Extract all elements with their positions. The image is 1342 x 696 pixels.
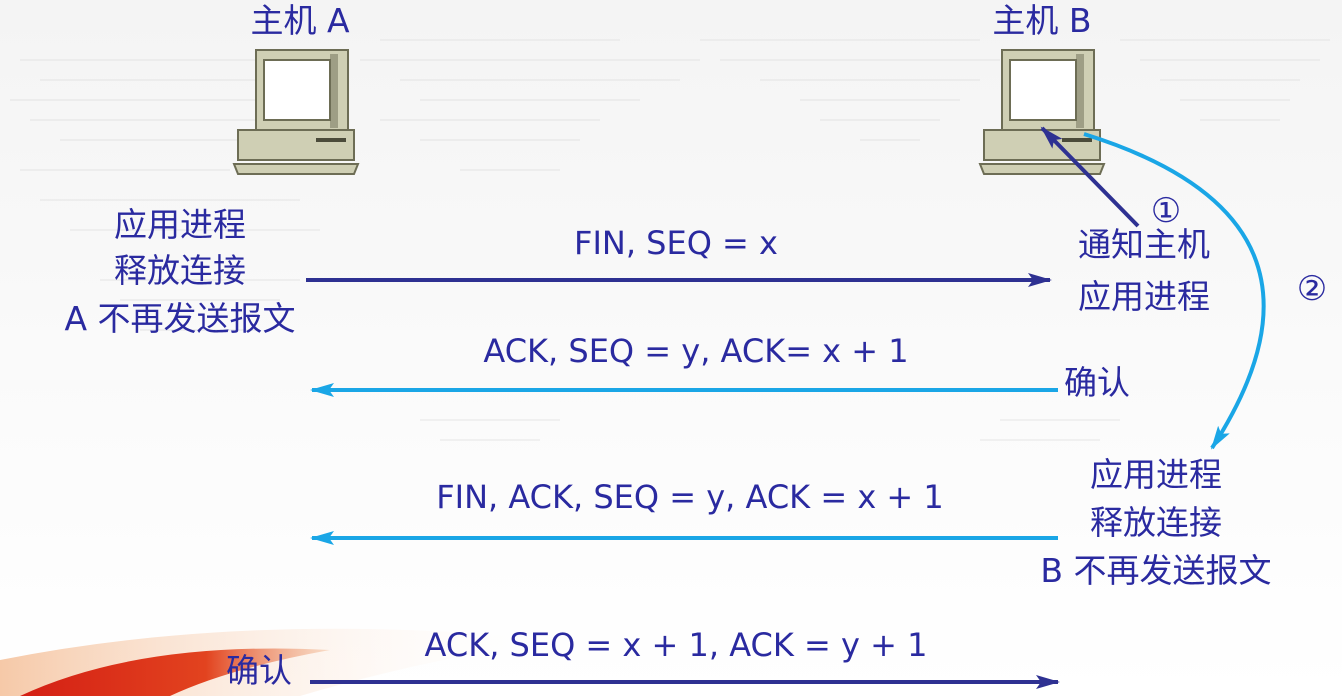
host-b: 主机 B: [978, 1, 1106, 175]
decorative-swoosh: [0, 628, 560, 696]
message-label: FIN, ACK, SEQ = y, ACK = x + 1: [436, 478, 944, 516]
host-b-release-note: 应用进程 释放连接 B 不再发送报文: [1040, 455, 1271, 590]
step-2: ②: [1083, 132, 1327, 450]
message-final-ack: ACK, SEQ = x + 1, ACK = y + 1 确认: [226, 626, 1060, 690]
release-curve-arrow: [1083, 132, 1266, 450]
note-line: 应用进程: [114, 205, 246, 244]
step-1: ①: [1040, 126, 1181, 231]
message-fin-ack: FIN, ACK, SEQ = y, ACK = x + 1: [310, 478, 1058, 545]
message-fin: FIN, SEQ = x: [306, 224, 1052, 287]
message-label: FIN, SEQ = x: [574, 224, 778, 262]
host-b-notify-note: 通知主机 应用进程: [1078, 225, 1210, 316]
ack-label: 确认: [226, 651, 292, 690]
note-line: 通知主机: [1078, 225, 1210, 264]
note-line: 释放连接: [114, 251, 246, 290]
background-map-texture: [10, 39, 1330, 441]
notify-arrow: [1040, 126, 1140, 228]
note-line: B 不再发送报文: [1040, 551, 1271, 590]
message-label: ACK, SEQ = y, ACK= x + 1: [483, 332, 908, 370]
note-line: 应用进程: [1078, 277, 1210, 316]
host-a-label: 主机 A: [250, 1, 349, 40]
host-b-label: 主机 B: [992, 1, 1091, 40]
computer-icon: [978, 49, 1106, 175]
step-2-marker: ②: [1297, 269, 1327, 309]
ack-label: 确认: [1064, 363, 1130, 402]
message-ack: ACK, SEQ = y, ACK= x + 1 确认: [310, 332, 1130, 402]
note-line: 释放连接: [1090, 503, 1222, 542]
host-a-release-note: 应用进程 释放连接 A 不再发送报文: [64, 205, 295, 338]
host-a: 主机 A: [232, 1, 360, 175]
computer-icon: [232, 49, 360, 175]
note-line: 应用进程: [1090, 455, 1222, 494]
step-1-marker: ①: [1151, 191, 1181, 231]
note-line: A 不再发送报文: [64, 299, 295, 338]
message-label: ACK, SEQ = x + 1, ACK = y + 1: [425, 626, 928, 664]
